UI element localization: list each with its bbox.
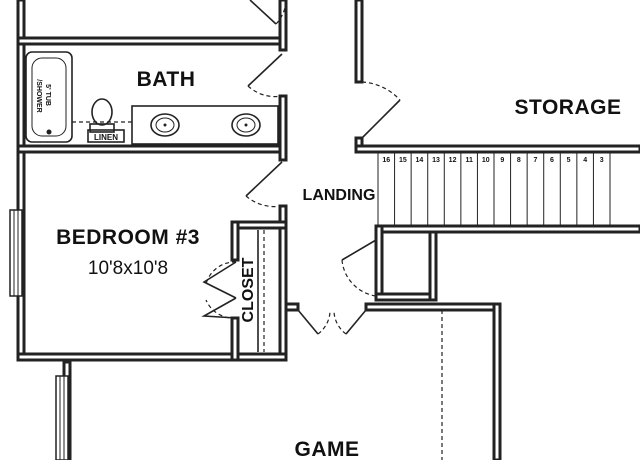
sink-left [150, 113, 180, 137]
stair-step-number: 4 [583, 157, 587, 164]
stair-step-number: 5 [567, 157, 571, 164]
stair-step-number: 6 [550, 157, 554, 164]
bedroom-label: BEDROOM #3 [56, 226, 200, 249]
bathtub [25, 51, 73, 143]
stair-treads [377, 152, 611, 226]
tub-label-2: /SHOWER [35, 79, 42, 112]
stair-step-number: 15 [399, 157, 407, 164]
walls [16, 0, 640, 460]
toilet [91, 98, 113, 126]
stair-step-number: 3 [600, 157, 604, 164]
tub-label-1: 5' TUB [44, 84, 51, 106]
storage-label: STORAGE [515, 96, 622, 119]
svg-text:5' TUB /SHOWER: 5' TUB /SHOWER [35, 79, 51, 112]
sink-right [231, 113, 261, 137]
stair-step-number: 16 [382, 157, 390, 164]
linen-cabinet [87, 129, 125, 143]
stair-step-number: 13 [432, 157, 440, 164]
stair-step-numbers: 16 15 14 13 12 11 10 9 8 7 6 5 4 3 [382, 157, 603, 164]
doors [201, 0, 401, 335]
stair-step-number: 9 [500, 157, 504, 164]
closet-shelf [257, 230, 265, 352]
linen-label: LINEN [94, 133, 118, 142]
stair-step-number: 12 [449, 157, 457, 164]
closet-label: CLOSET [240, 257, 257, 322]
bedroom-size: 10'8x10'8 [88, 258, 168, 279]
stair-step-number: 8 [517, 157, 521, 164]
landing-label: LANDING [303, 187, 376, 204]
stair-step-number: 10 [482, 157, 490, 164]
bath-label: BATH [137, 68, 196, 91]
stair-step-number: 7 [533, 157, 537, 164]
stair-step-number: 11 [465, 157, 473, 164]
stair-step-number: 14 [416, 157, 424, 164]
bath-fixtures: 5' TUB /SHOWER LINEN [25, 51, 279, 145]
windows [9, 209, 69, 460]
game-label: GAME [295, 438, 360, 460]
vanity [131, 105, 279, 145]
